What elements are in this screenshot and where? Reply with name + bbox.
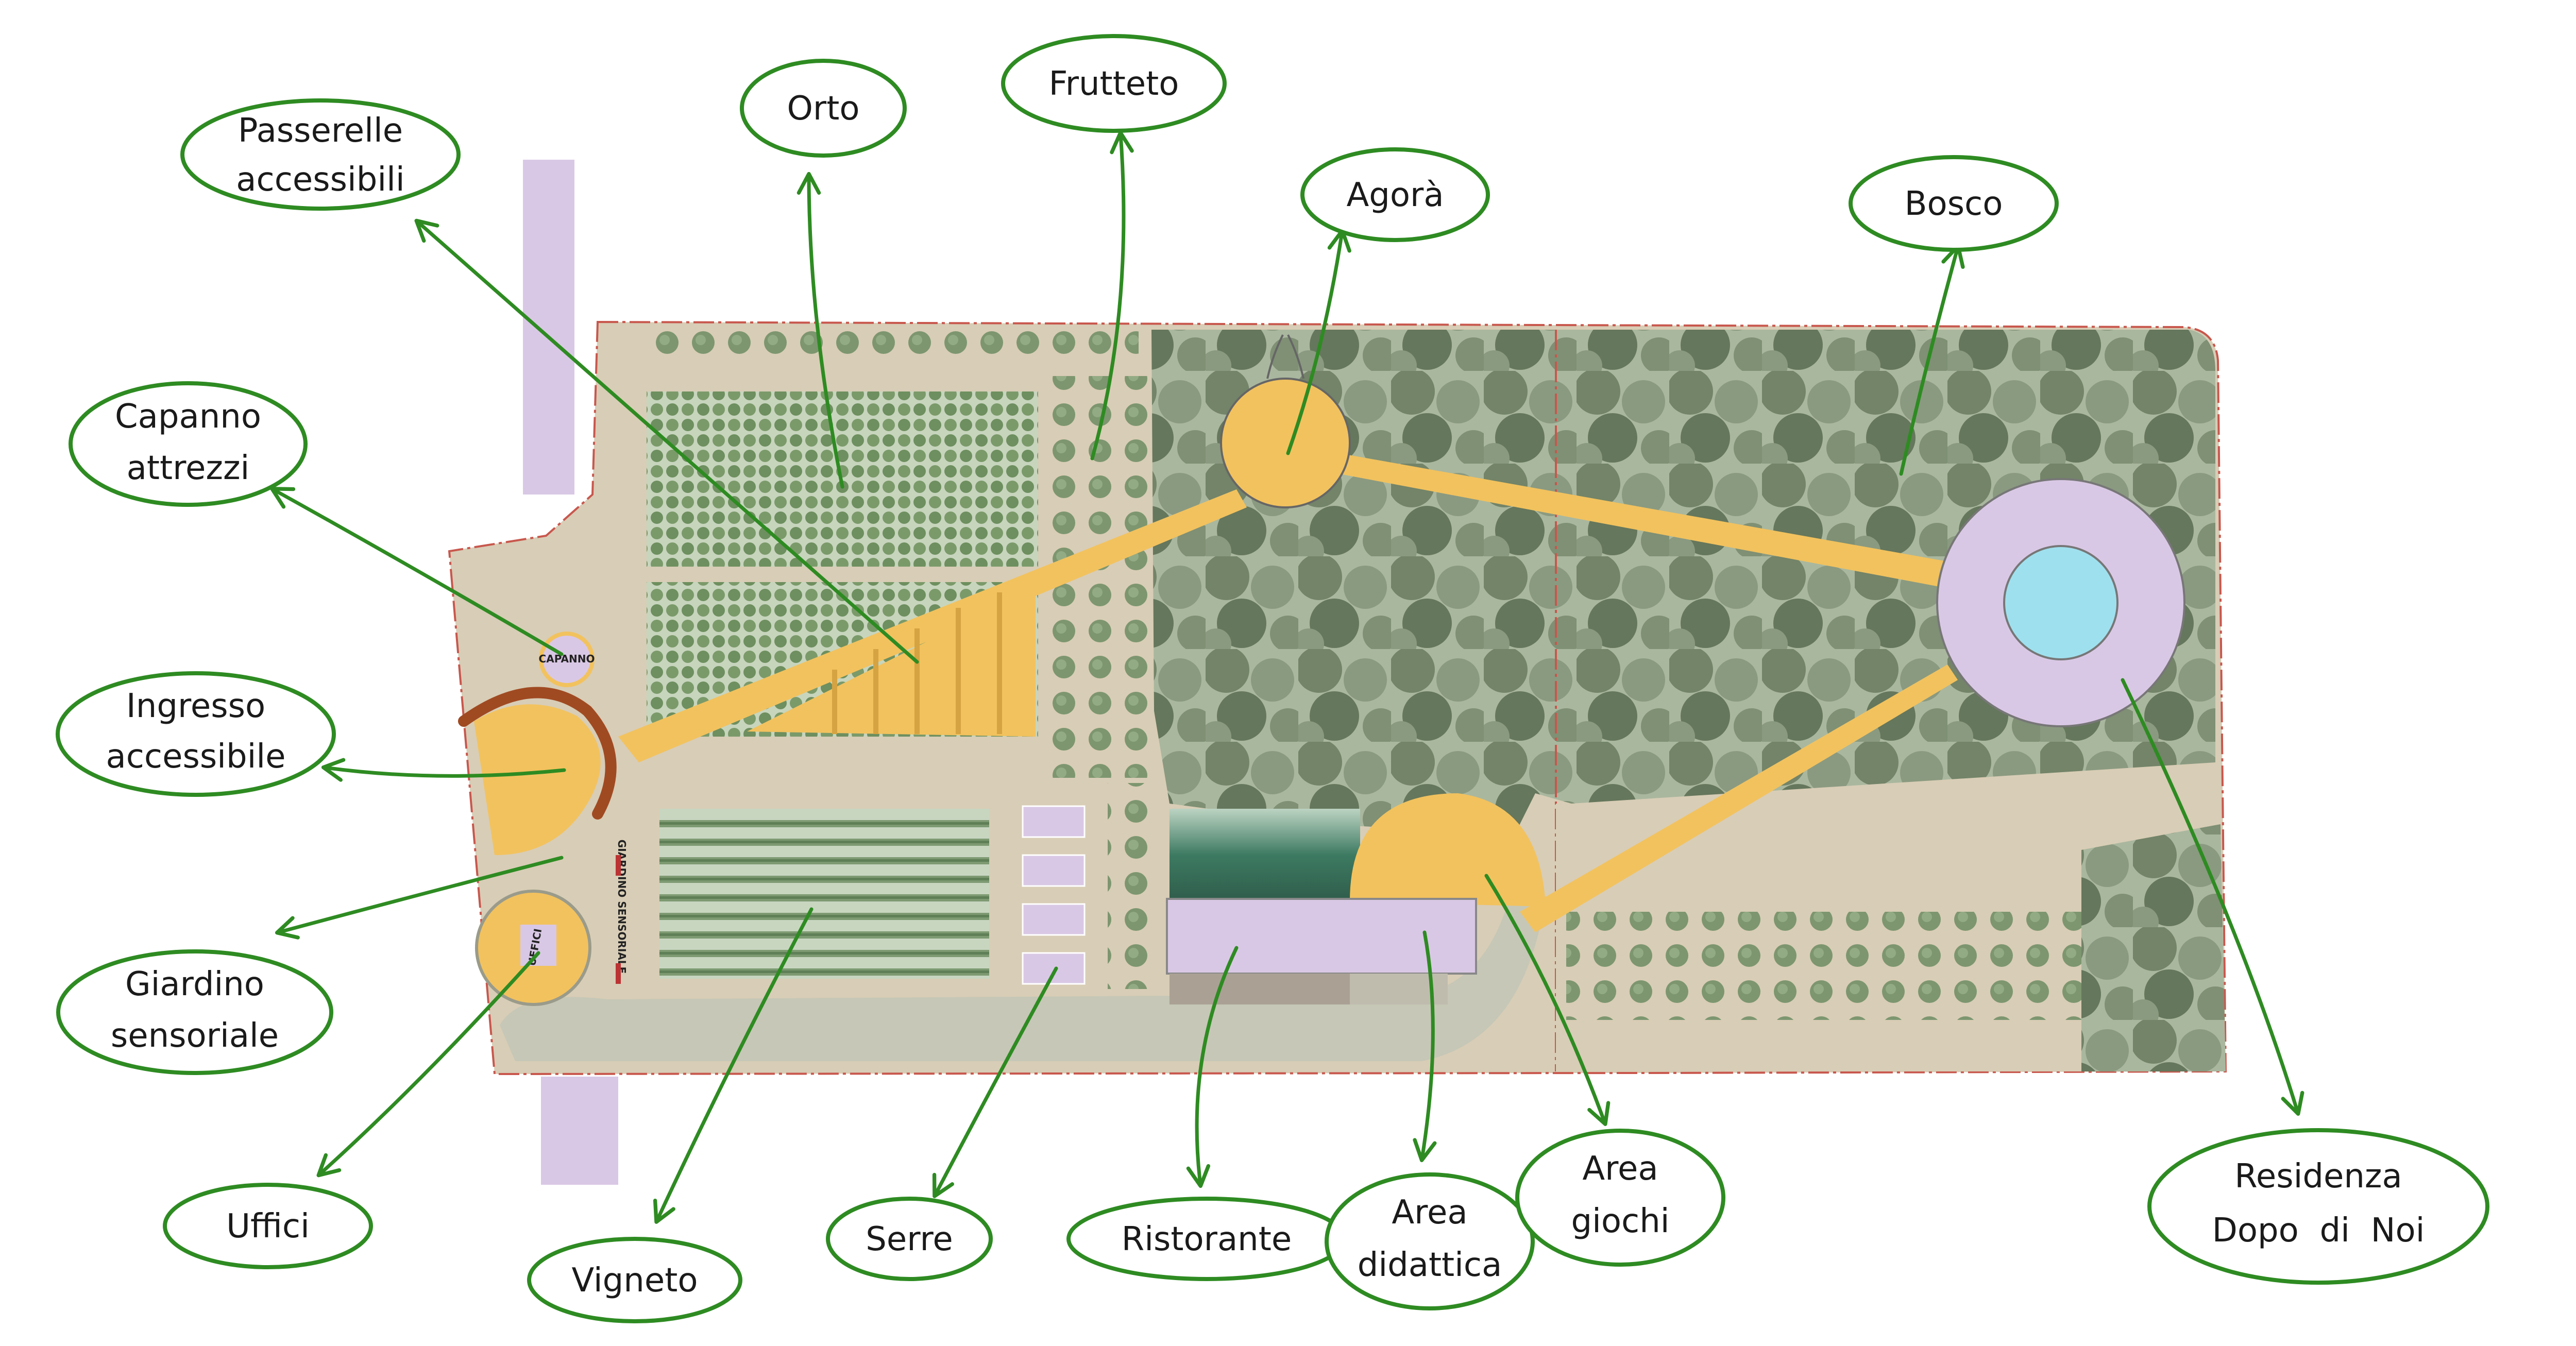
svg-text:Area: Area <box>1582 1150 1658 1188</box>
svg-text:Uffici: Uffici <box>226 1207 310 1246</box>
svg-text:Serre: Serre <box>866 1220 953 1258</box>
arrow-capanno <box>270 487 564 656</box>
svg-text:giochi: giochi <box>1571 1202 1669 1240</box>
svg-text:didattica: didattica <box>1358 1246 1502 1284</box>
svg-text:attrezzi: attrezzi <box>127 449 250 487</box>
arrow-orto <box>796 172 844 489</box>
ingresso-plaza <box>474 704 601 855</box>
label-agora: Agorà <box>1300 147 1490 242</box>
svg-text:Capanno: Capanno <box>115 398 261 436</box>
svg-text:accessibile: accessibile <box>106 738 286 776</box>
label-passerelle: Passerelle accessibili <box>180 98 461 211</box>
arrow-passerelle <box>414 218 919 664</box>
south-orchard-b <box>1700 912 2081 1020</box>
bosco-forest <box>1151 330 2215 834</box>
passerelle-strips <box>832 592 1002 734</box>
giardino-marker <box>616 855 621 876</box>
label-capanno: Capanno attrezzi <box>69 381 308 507</box>
svg-text:Frutteto: Frutteto <box>1049 65 1179 103</box>
svg-text:Vigneto: Vigneto <box>572 1262 698 1300</box>
uffici-building <box>520 925 556 966</box>
label-ingresso: Ingresso accessibile <box>56 671 336 797</box>
label-serre: Serre <box>826 1197 993 1281</box>
ristorante-glass <box>1170 809 1360 901</box>
callout-arrows <box>270 130 2304 1224</box>
ristorante-terrace <box>1170 974 1350 1004</box>
giardino-marker-2 <box>616 963 621 984</box>
arrow-serre <box>932 966 1058 1198</box>
serre-trees <box>1108 783 1159 989</box>
label-uffici: Uffici <box>163 1183 373 1269</box>
south-orchard-a <box>1566 912 1690 1020</box>
orto-top-row <box>644 325 1139 366</box>
svg-text:Residenza: Residenza <box>2234 1157 2402 1196</box>
south-annex-building <box>541 1077 618 1185</box>
arrow-giardino <box>275 856 564 940</box>
svg-text:Area: Area <box>1392 1194 1467 1232</box>
arrow-giochi <box>1484 874 1611 1126</box>
arrow-didattica <box>1413 930 1437 1163</box>
label-bosco: Bosco <box>1849 155 2059 252</box>
svg-text:accessibili: accessibili <box>236 161 404 199</box>
perimeter-walkway <box>500 876 1546 1061</box>
accessible-walkways <box>618 453 1958 932</box>
label-didattica: Area didattica <box>1325 1172 1535 1310</box>
label-ristorante: Ristorante <box>1066 1197 1347 1281</box>
svg-text:Ingresso: Ingresso <box>126 687 265 725</box>
agora-plaza <box>1220 378 1351 508</box>
agora-fork <box>1266 334 1304 379</box>
label-orto: Orto <box>740 59 907 158</box>
svg-text:Giardino: Giardino <box>125 965 264 1003</box>
bosco-forest-east <box>2071 824 2226 1071</box>
svg-text:sensoriale: sensoriale <box>111 1017 279 1055</box>
didattica-plaza <box>1350 793 1546 907</box>
residenza-pool <box>2003 545 2119 660</box>
label-vigneto: Vigneto <box>527 1237 742 1323</box>
callout-labels: Passerelle accessibili Orto Frutteto Ago… <box>56 34 2489 1323</box>
arrow-residenza <box>2121 678 2304 1116</box>
arrow-ristorante <box>1186 946 1239 1188</box>
svg-text:Dopo di Noi: Dopo di Noi <box>2212 1212 2425 1250</box>
serre-greenhouses <box>1022 805 1086 985</box>
label-frutteto: Frutteto <box>1001 34 1227 133</box>
site-plan: CAPANNO UFFICI GIARDINO SENSORIALE <box>448 160 2227 1185</box>
capanno-shed <box>539 632 595 687</box>
label-residenza: Residenza Dopo di Noi <box>2147 1128 2489 1285</box>
label-giardino: Giardino sensoriale <box>56 949 333 1075</box>
vigneto-rows <box>659 809 989 979</box>
svg-text:Orto: Orto <box>787 90 860 128</box>
svg-text:Passerelle: Passerelle <box>238 112 403 150</box>
arrow-frutteto <box>1090 130 1134 461</box>
arrow-vigneto <box>653 907 814 1224</box>
ingresso-hedge <box>458 687 617 820</box>
svg-text:Ristorante: Ristorante <box>1122 1220 1292 1258</box>
svg-text:Bosco: Bosco <box>1905 185 2003 223</box>
arrow-ingresso <box>321 758 566 782</box>
arrow-bosco <box>1899 244 1965 476</box>
north-annex-building <box>523 160 574 495</box>
svg-text:Agorà: Agorà <box>1346 176 1444 214</box>
label-giochi: Area giochi <box>1515 1129 1725 1267</box>
arrow-uffici <box>316 951 540 1178</box>
capanno-map-text: CAPANNO <box>539 653 595 665</box>
ristorante-building <box>1166 898 1477 975</box>
arrow-agora <box>1286 228 1351 455</box>
